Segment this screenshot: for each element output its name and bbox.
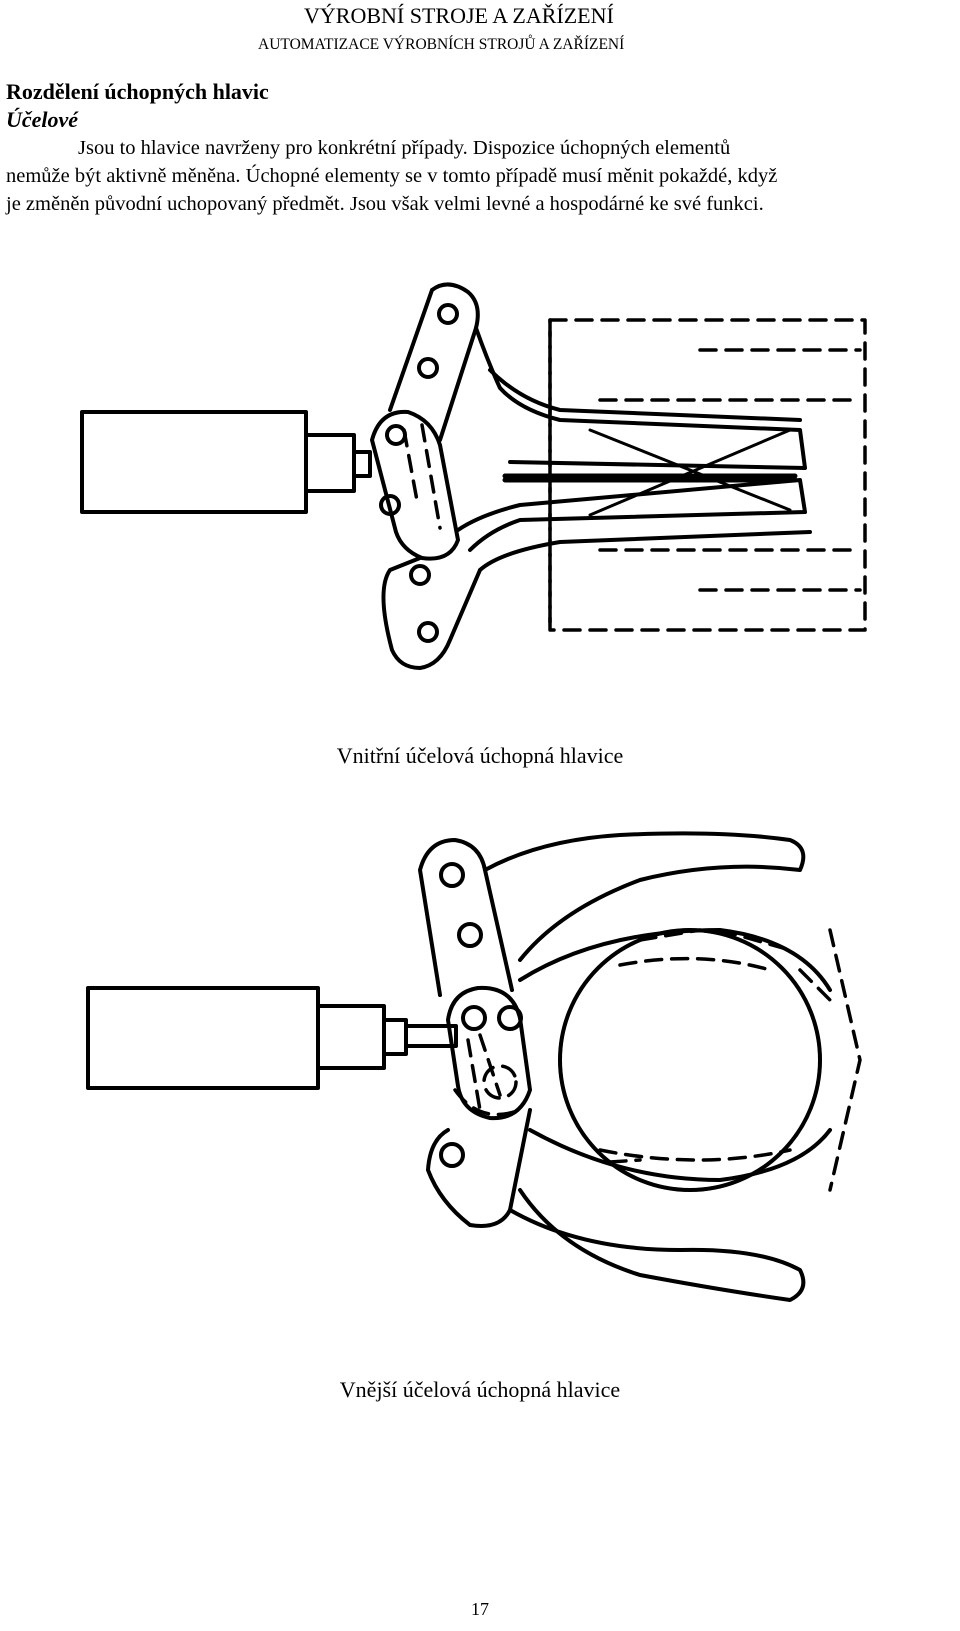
rod-tip	[352, 450, 372, 478]
upper-arm	[388, 282, 480, 442]
rod-extension	[382, 1018, 408, 1056]
header-title-text: VÝROBNÍ STROJE A ZAŘÍZENÍ	[304, 3, 614, 28]
paragraph-line: Jsou to hlavice navrženy pro konkrétní p…	[78, 137, 731, 159]
figure-caption: Vnější účelová úchopná hlavice	[339, 1377, 621, 1402]
section-title: Rozdělení úchopných hlavic	[6, 79, 269, 104]
internal-gripper-drawing	[80, 282, 867, 670]
figure-caption: Vnitřní účelová úchopná hlavice	[336, 743, 624, 768]
cylinder-body	[80, 410, 308, 514]
header-subtitle: AUTOMATIZACE VÝROBNÍCH STROJŮ A ZAŘÍZENÍ	[258, 36, 625, 53]
paragraph-line: nemůže být aktivně měněna. Úchopné eleme…	[6, 165, 778, 187]
rod-tip	[404, 1024, 458, 1048]
subsection-title: Účelové	[6, 107, 79, 132]
body-paragraph: Jsou to hlavice navrženy pro konkrétní p…	[6, 134, 960, 218]
lower-arm	[381, 556, 482, 670]
cylinder-rod	[316, 1004, 386, 1070]
paragraph-line: je změněn původní uchopovaný předmět. Js…	[6, 193, 764, 215]
cylinder-rod	[304, 433, 356, 493]
figure-internal-gripper	[0, 270, 960, 690]
lower-arm	[426, 1108, 532, 1228]
external-gripper-drawing	[86, 831, 862, 1302]
center-link	[370, 409, 460, 561]
page-number: 17	[471, 1599, 489, 1619]
upper-arm	[418, 838, 514, 997]
figure-external-gripper	[0, 830, 960, 1310]
cylinder-body	[86, 986, 320, 1090]
center-link	[446, 985, 532, 1121]
